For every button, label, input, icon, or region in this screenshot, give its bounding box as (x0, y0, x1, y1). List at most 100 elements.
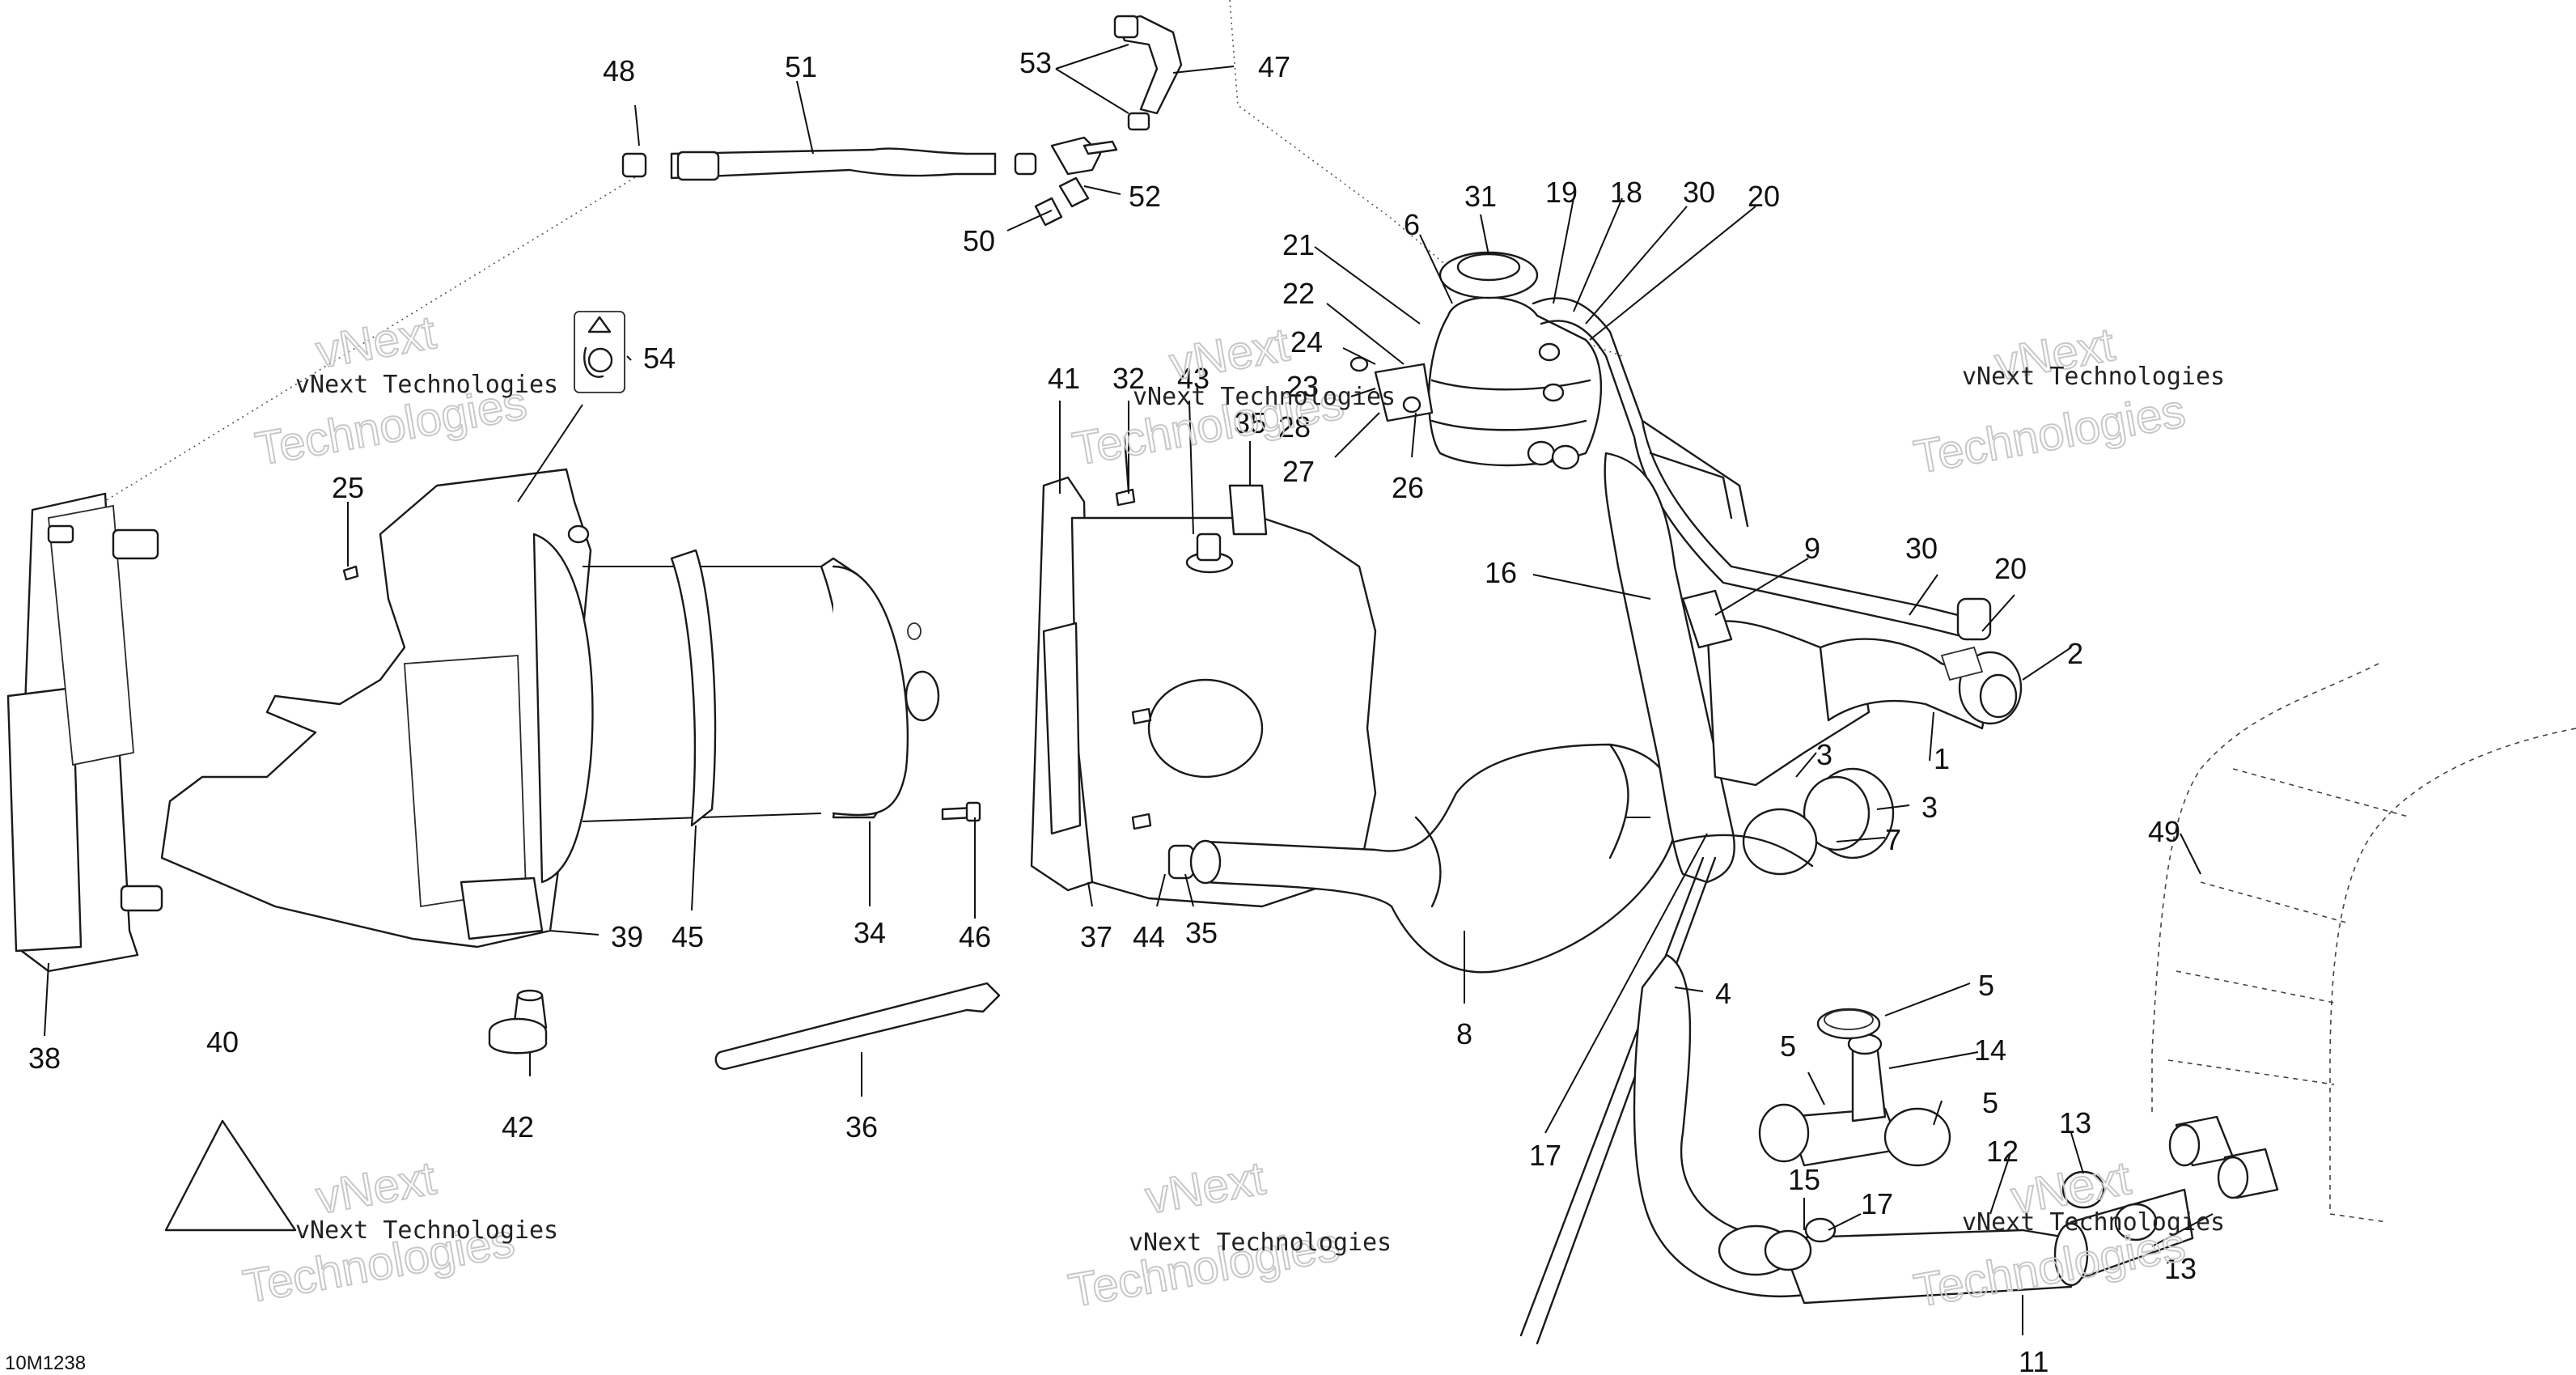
callout-30a: 30 (1683, 176, 1715, 209)
callout-20a: 20 (1748, 180, 1780, 213)
svg-text:vNext Technologies: vNext Technologies (295, 1216, 558, 1245)
callout-35b: 35 (1185, 916, 1218, 949)
callout-7: 7 (1885, 823, 1901, 856)
svg-text:vNext: vNext (312, 1152, 439, 1224)
callout-24: 24 (1290, 325, 1323, 359)
triangle-symbol (164, 1119, 297, 1232)
callout-52: 52 (1129, 180, 1161, 213)
callout-25: 25 (332, 471, 364, 504)
callout-18: 18 (1610, 176, 1642, 209)
callout-53: 53 (1019, 46, 1052, 79)
callout-47: 47 (1258, 50, 1290, 83)
hose-16 (1519, 452, 1735, 1345)
callout-54: 54 (643, 342, 676, 375)
fender-outline (2151, 663, 2576, 1223)
cable-tie (714, 982, 1001, 1070)
warning-label (574, 311, 625, 393)
overflow-hose (1532, 297, 1992, 641)
callout-44: 44 (1133, 920, 1165, 953)
callout-46: 46 (959, 920, 991, 953)
watermark-top-right: vNext Technologies vNext Technologies (1909, 317, 2225, 485)
callout-8: 8 (1456, 1017, 1472, 1050)
callout-30b: 30 (1905, 532, 1938, 565)
svg-text:Technologies: Technologies (1910, 384, 2189, 484)
callout-5b: 5 (1780, 1029, 1796, 1063)
clamps-13 (2061, 1115, 2279, 1241)
svg-text:vNext: vNext (1142, 1152, 1269, 1224)
callout-12: 12 (1986, 1135, 2019, 1168)
watermark-top-left: vNext Technologies vNext Technologies (251, 305, 558, 477)
radiator (6, 492, 163, 973)
callout-3b: 3 (1921, 791, 1938, 824)
callout-9: 9 (1804, 532, 1820, 565)
fan-shroud (160, 468, 594, 948)
callout-3a: 3 (1816, 738, 1832, 771)
main-hose (1189, 743, 1678, 974)
airbox (1030, 476, 1377, 908)
callout-34: 34 (854, 916, 886, 949)
callout-40: 40 (206, 1025, 239, 1059)
lower-hose (1633, 953, 2194, 1305)
callout-43: 43 (1177, 362, 1210, 395)
svg-text:vNext Technologies: vNext Technologies (1129, 1229, 1392, 1257)
t-connector (1758, 1008, 1951, 1167)
callout-6: 6 (1404, 208, 1420, 241)
callout-5a: 5 (1978, 969, 1994, 1002)
callout-13b: 13 (2164, 1252, 2197, 1285)
callout-45: 45 (672, 920, 704, 953)
callout-23: 23 (1286, 370, 1319, 403)
callout-49: 49 (2148, 815, 2180, 848)
callout-16: 16 (1485, 556, 1517, 589)
expansion-tank (1349, 251, 1603, 470)
callout-17b: 17 (1861, 1187, 1893, 1220)
svg-text:vNext Technologies: vNext Technologies (1962, 1208, 2225, 1237)
leader-lines (44, 44, 2214, 1335)
callout-36: 36 (845, 1110, 878, 1144)
callout-42: 42 (502, 1110, 534, 1144)
callout-4: 4 (1715, 977, 1731, 1010)
callout-31: 31 (1464, 180, 1497, 213)
svg-text:vNext: vNext (312, 306, 439, 379)
callout-50: 50 (963, 224, 995, 257)
callout-15: 15 (1788, 1163, 1820, 1196)
callout-27: 27 (1282, 455, 1315, 488)
callout-26: 26 (1392, 471, 1424, 504)
callout-22: 22 (1282, 277, 1315, 310)
callout-21: 21 (1282, 228, 1315, 261)
callout-35a: 35 (1234, 406, 1266, 439)
callout-17a: 17 (1529, 1139, 1561, 1172)
callout-labels: 1 2 3 3 4 5 5 5 6 7 8 9 11 12 13 13 14 1… (28, 46, 2197, 1375)
callout-5c: 5 (1982, 1086, 1998, 1119)
svg-text:vNext Technologies: vNext Technologies (1962, 363, 2225, 391)
grommet (488, 989, 548, 1055)
callout-32: 32 (1112, 362, 1145, 395)
callout-13a: 13 (2059, 1106, 2091, 1139)
callout-20b: 20 (1994, 552, 2027, 585)
callout-2: 2 (2067, 637, 2083, 670)
callout-39: 39 (611, 920, 643, 953)
callout-48: 48 (603, 54, 635, 87)
small-bolts (1115, 435, 1195, 880)
callout-14: 14 (1974, 1033, 2006, 1067)
callout-37: 37 (1080, 920, 1112, 953)
watermark-bottom-left: vNext Technologies vNext Technologies (239, 1151, 558, 1314)
callout-38: 38 (28, 1042, 61, 1075)
callout-28: 28 (1278, 410, 1311, 443)
svg-text:vNext Technologies: vNext Technologies (295, 371, 558, 399)
filter-housing (820, 557, 940, 819)
callout-19: 19 (1545, 176, 1578, 209)
watermark-top-center: vNext Technologies vNext Technologies (1068, 317, 1396, 477)
gasket (670, 549, 717, 827)
callout-11: 11 (2019, 1345, 2049, 1375)
top-hose (621, 15, 1183, 227)
watermark-bottom-center: vNext Technologies vNext Technologies (1064, 1151, 1392, 1318)
svg-text:vNext Technologies: vNext Technologies (1133, 383, 1396, 411)
callout-51: 51 (785, 50, 817, 83)
figure-code: 10M1238 (5, 1352, 86, 1374)
screws (342, 565, 981, 822)
callout-1: 1 (1934, 742, 1950, 775)
callout-41: 41 (1048, 362, 1080, 395)
svg-text:vNext: vNext (1166, 318, 1293, 391)
clamp-15 (1764, 1217, 1837, 1271)
